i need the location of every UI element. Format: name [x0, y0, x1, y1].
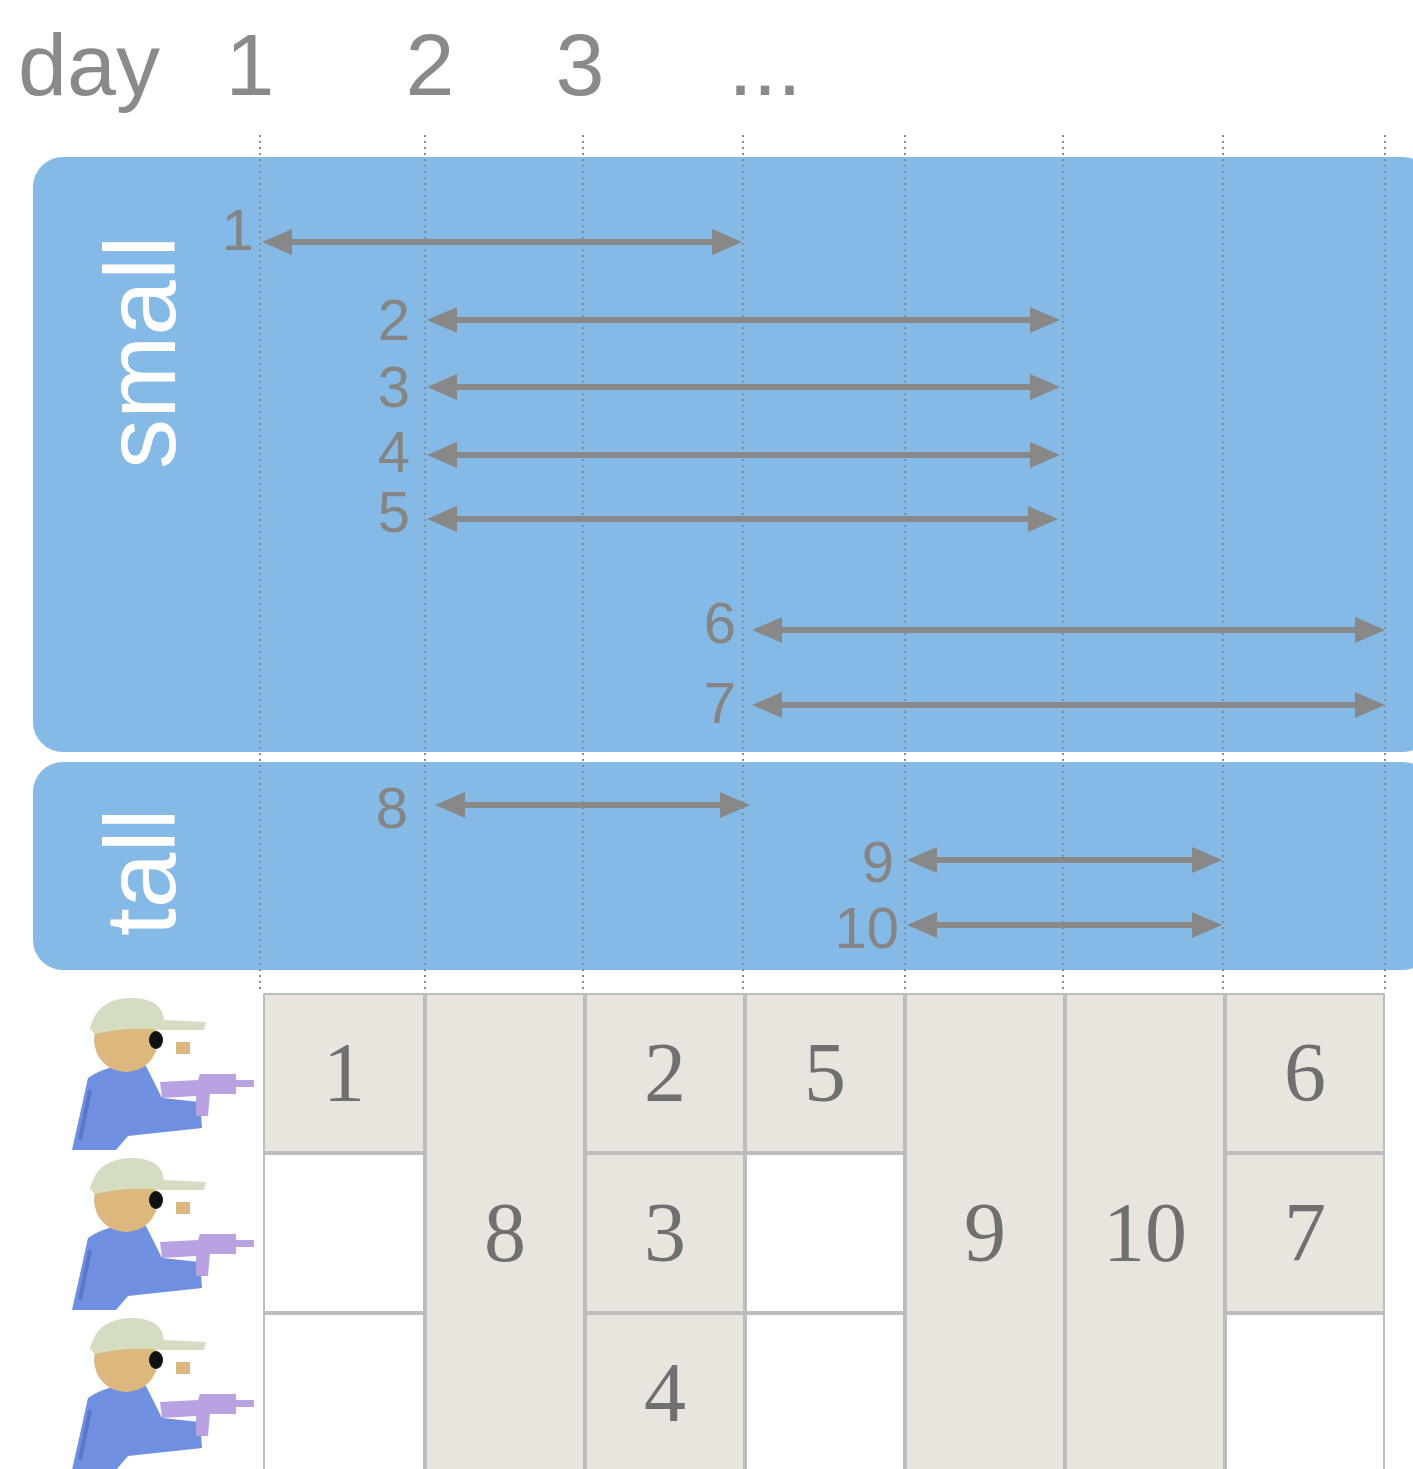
callout-number: 5: [378, 483, 410, 541]
job-number: 9: [964, 1191, 1006, 1275]
callout-number: 6: [704, 594, 736, 652]
empty-cell: [745, 1313, 905, 1469]
callout-number: 4: [378, 423, 410, 481]
day-axis-label: 3: [556, 21, 605, 109]
band-label: small: [90, 235, 190, 468]
day-axis-label: day: [18, 21, 160, 109]
empty-cell: [263, 1313, 425, 1469]
job-number: 8: [484, 1191, 526, 1275]
empty-cell: [263, 1153, 425, 1313]
schedule-cell: 9: [905, 993, 1065, 1469]
callout-number: 1: [222, 201, 254, 259]
schedule-cell: 6: [1225, 993, 1385, 1153]
callout-number: 10: [834, 899, 899, 957]
callout-number: 8: [376, 779, 408, 837]
callout-number: 3: [378, 358, 410, 416]
callout-number: 9: [862, 833, 894, 891]
job-number: 2: [644, 1031, 686, 1115]
job-number: 6: [1284, 1031, 1326, 1115]
empty-cell: [1225, 1313, 1385, 1469]
schedule-cell: 3: [585, 1153, 745, 1313]
worker-icon: [72, 1318, 254, 1469]
empty-cell: [745, 1153, 905, 1313]
day-axis-label: 2: [406, 21, 455, 109]
band-label: tall: [90, 808, 190, 936]
job-number: 3: [644, 1191, 686, 1275]
job-number: 1: [323, 1031, 365, 1115]
job-band: tall: [33, 762, 1413, 970]
callout-number: 7: [704, 674, 736, 732]
job-number: 10: [1103, 1191, 1187, 1275]
schedule-cell: 10: [1065, 993, 1225, 1469]
schedule-cell: 7: [1225, 1153, 1385, 1313]
job-number: 5: [804, 1031, 846, 1115]
worker-icon: [72, 1158, 254, 1310]
schedule-cell: 8: [425, 993, 585, 1469]
callout-number: 2: [378, 291, 410, 349]
schedule-cell: 5: [745, 993, 905, 1153]
job-number: 7: [1284, 1191, 1326, 1275]
schedule-cell: 1: [263, 993, 425, 1153]
schedule-cell: 2: [585, 993, 745, 1153]
schedule-cell: 4: [585, 1313, 745, 1469]
day-axis-label: 1: [226, 21, 275, 109]
day-axis-label: ...: [728, 21, 801, 109]
worker-icon: [72, 998, 254, 1150]
job-number: 4: [644, 1351, 686, 1435]
